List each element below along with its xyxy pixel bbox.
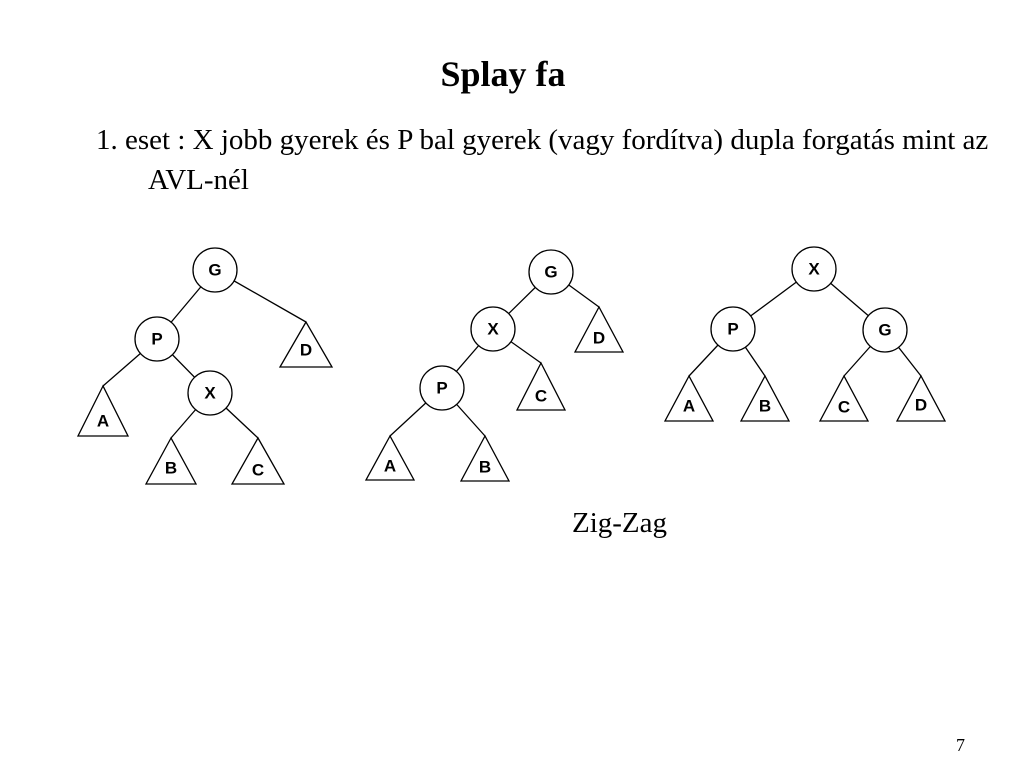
node-circle [187,370,233,416]
node-label: G [878,321,891,340]
caption: Zig-Zag [572,507,668,539]
node-circle [710,306,756,352]
subtree-label: D [593,329,605,348]
subtree-triangle [515,361,567,411]
subtree-label: B [759,397,771,416]
subtree-triangle [364,434,416,481]
subtree-label: A [384,457,396,476]
node-label: X [204,384,216,403]
node-circle [419,365,465,411]
node-label: P [727,320,738,339]
subtree-label: B [165,459,177,478]
subtree-label: D [300,341,312,360]
subtree-label: C [535,387,547,406]
node-circle [862,307,908,353]
subtree-label: C [252,461,264,480]
node-label: X [808,260,820,279]
subtree-label: A [97,412,109,431]
node-label: G [544,263,557,282]
subtree-triangle [278,320,334,368]
subtree-label: D [915,396,927,415]
subtree-triangle [818,374,870,422]
slide-title: Splay fa [440,54,566,94]
node-circle [791,246,837,292]
subtree-triangle [76,384,130,437]
node-label: X [487,320,499,339]
subtree-triangle [895,374,947,422]
node-circle [192,247,238,293]
subtree-triangle [459,434,511,482]
node-circle [470,306,516,352]
tree-2-intermediate: G X P A B C D [364,249,625,482]
subtree-label: A [683,397,695,416]
page-number: 7 [956,735,965,755]
tree-1-before: G P X A B C D [76,247,334,485]
subtree-triangle [739,374,791,422]
node-circle [134,316,180,362]
subtree-triangle [230,436,286,485]
subtree-label: B [479,458,491,477]
node-label: P [436,379,447,398]
node-label: P [151,330,162,349]
node-circle [528,249,574,295]
subtree-triangle [663,374,715,422]
node-label: G [208,261,221,280]
subtree-label: C [838,398,850,417]
tree-3-after: X P G A B C D [663,246,947,422]
subtree-triangle [144,436,198,485]
bullet-text: 1. eset : X jobb gyerek és P bal gyerek … [96,124,989,196]
subtree-triangle [573,305,625,353]
